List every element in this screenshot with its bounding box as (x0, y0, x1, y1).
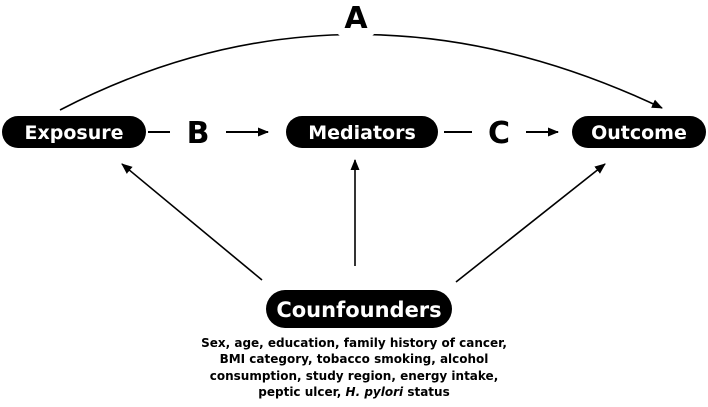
line-4-italic: H. pylori (345, 385, 404, 400)
confounder-list-line-1: Sex, age, education, family history of c… (201, 336, 507, 350)
path-b-badge: B (172, 106, 224, 158)
exposure-label: Exposure (25, 122, 124, 144)
path-a-label: A (344, 1, 368, 36)
confounder-list-line-4: peptic ulcer, H. pylori status (154, 384, 554, 400)
exposure-node: Exposure (2, 116, 146, 148)
mediators-node: Mediators (286, 116, 438, 148)
confounder-list-line-3: consumption, study region, energy intake… (209, 368, 499, 383)
confounders-node: Counfounders (266, 290, 452, 328)
confounder-to-exposure-arrow (121, 163, 263, 281)
confounders-label: Counfounders (276, 298, 441, 322)
path-c-badge: C (473, 106, 525, 158)
confounder-list-line-2: BMI category, tobacco smoking, alcohol (219, 352, 489, 367)
path-c-label: C (488, 116, 510, 151)
confounder-to-outcome-arrow (455, 163, 606, 283)
path-b-label: B (187, 116, 210, 151)
line-4-prefix: peptic ulcer, (258, 385, 342, 400)
path-a-arrow (59, 33, 663, 111)
path-a-badge: A (329, 0, 383, 41)
outcome-label: Outcome (591, 122, 687, 144)
outcome-node: Outcome (572, 116, 706, 148)
line-4-suffix: status (407, 385, 450, 400)
confounder-list: Sex, age, education, family history of c… (154, 335, 554, 401)
mediators-label: Mediators (308, 122, 416, 144)
